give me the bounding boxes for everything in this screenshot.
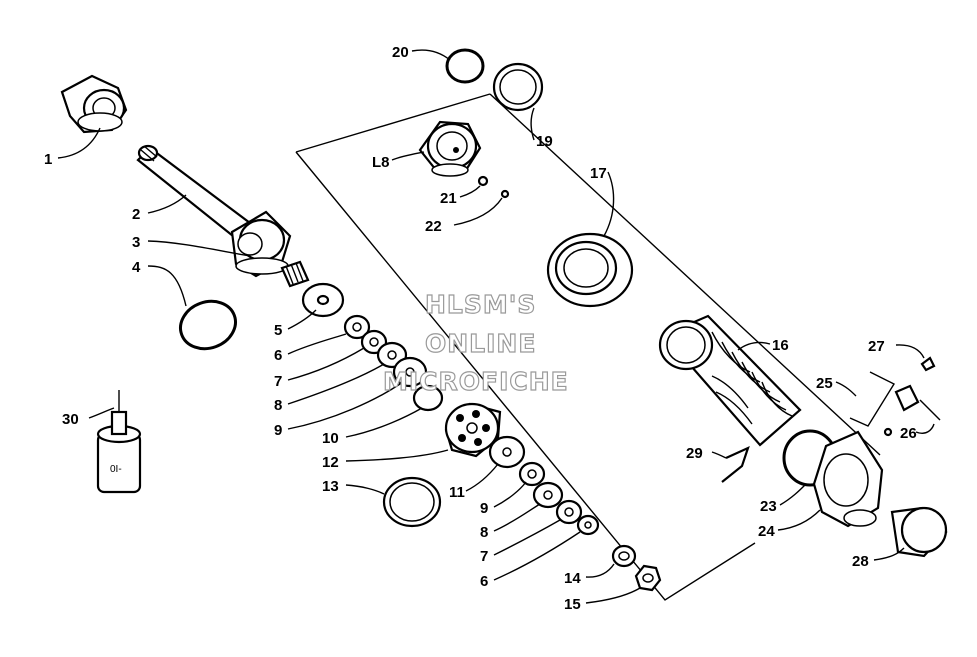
part-12-piston bbox=[444, 402, 502, 458]
callout-25: 25 bbox=[816, 375, 833, 392]
shim-stack-lower bbox=[488, 435, 600, 536]
watermark: HLSM'S ONLINE MICROFICHE bbox=[382, 289, 569, 396]
callout-17: 17 bbox=[590, 165, 607, 182]
callout-30: 30 bbox=[62, 411, 79, 428]
leader-lines bbox=[57, 49, 935, 604]
callout-1: 1 bbox=[44, 151, 52, 168]
callout-7b: 7 bbox=[480, 548, 488, 565]
callout-9a: 9 bbox=[274, 422, 282, 439]
callout-15: 15 bbox=[564, 596, 581, 613]
part-20-ring bbox=[445, 48, 485, 84]
callout-18: L8 bbox=[372, 154, 390, 171]
callout-13: 13 bbox=[322, 478, 339, 495]
part-30-container: 0I- bbox=[96, 390, 142, 494]
part-1-top-eye bbox=[60, 74, 128, 134]
callout-6b: 6 bbox=[480, 573, 488, 590]
callout-4: 4 bbox=[132, 259, 141, 276]
callout-14: 14 bbox=[564, 570, 581, 587]
part-21-22-small bbox=[477, 175, 510, 199]
callout-10: 10 bbox=[322, 430, 339, 447]
assembly-bracket bbox=[295, 93, 881, 601]
part-19-band bbox=[492, 62, 544, 112]
callout-28: 28 bbox=[852, 553, 869, 570]
callout-24: 24 bbox=[758, 523, 775, 540]
callout-23: 23 bbox=[760, 498, 777, 515]
part-17-spring-seat bbox=[546, 232, 634, 308]
callout-5: 5 bbox=[274, 322, 282, 339]
callout-11: 11 bbox=[449, 484, 465, 501]
callout-20: 20 bbox=[392, 44, 409, 61]
callout-labels: 1 2 3 4 5 6 7 8 9 10 12 13 11 9 8 7 6 14… bbox=[44, 44, 917, 613]
callout-22: 22 bbox=[425, 218, 442, 235]
callout-7a: 7 bbox=[274, 373, 282, 390]
callout-3: 3 bbox=[132, 234, 140, 251]
watermark-line-1: HLSM'S bbox=[425, 290, 536, 319]
part-29-clip bbox=[721, 445, 750, 483]
watermark-line-2: ONLINE bbox=[425, 329, 536, 358]
part-25-fitting bbox=[849, 356, 941, 437]
callout-8a: 8 bbox=[274, 397, 282, 414]
callout-27: 27 bbox=[868, 338, 885, 355]
part-4-oring bbox=[179, 299, 237, 351]
callout-12: 12 bbox=[322, 454, 339, 471]
callout-6a: 6 bbox=[274, 347, 282, 364]
shim-stack-upper bbox=[343, 314, 444, 412]
callout-2: 2 bbox=[132, 206, 140, 223]
part-24-lower-body bbox=[812, 430, 884, 528]
part-3-cap bbox=[230, 210, 292, 278]
part-5-washer bbox=[301, 282, 345, 318]
callout-26: 26 bbox=[900, 425, 917, 442]
part-28-bushing bbox=[890, 506, 948, 558]
watermark-line-3: MICROFICHE bbox=[383, 367, 569, 396]
callout-9b: 9 bbox=[480, 500, 488, 517]
callout-8b: 8 bbox=[480, 524, 488, 541]
container-marking: 0I- bbox=[110, 464, 122, 475]
part-16-boot bbox=[658, 314, 802, 447]
part-14-washer bbox=[611, 544, 637, 568]
part-13-piston-band bbox=[382, 476, 442, 528]
callout-16: 16 bbox=[772, 337, 789, 354]
part-18-seal-head bbox=[418, 120, 482, 177]
callout-29: 29 bbox=[686, 445, 703, 462]
shaft-thread bbox=[280, 260, 310, 288]
callout-21: 21 bbox=[440, 190, 457, 207]
callout-19: 19 bbox=[536, 133, 553, 150]
